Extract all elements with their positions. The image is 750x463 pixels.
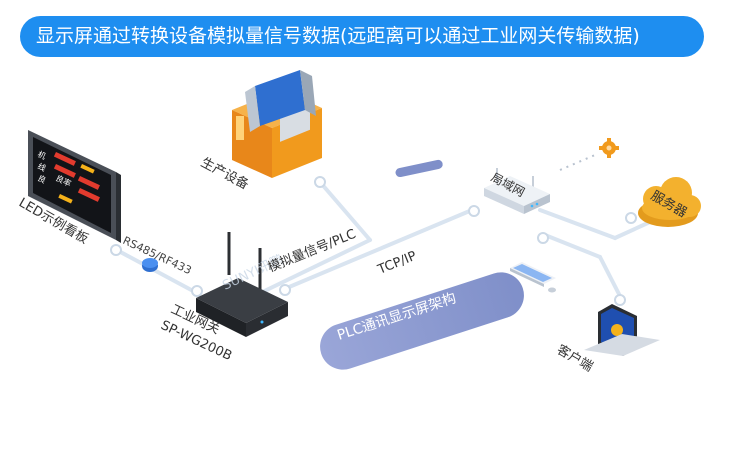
gateway-device-icon bbox=[196, 232, 288, 337]
node-equipment bbox=[314, 176, 326, 188]
dotted-link bbox=[559, 154, 596, 171]
connection-nodes bbox=[110, 176, 637, 306]
router-icon bbox=[484, 168, 550, 214]
node-gateway-left bbox=[191, 285, 203, 297]
node-gateway-right bbox=[279, 284, 291, 296]
line-router-client-b bbox=[598, 255, 624, 302]
line-router-client-a bbox=[543, 233, 602, 259]
connection-lines bbox=[111, 180, 652, 302]
led-row3-left: 良 bbox=[36, 173, 47, 185]
line-router-server-a bbox=[538, 208, 617, 240]
line-to-equipment bbox=[318, 180, 372, 242]
page-title: 显示屏通过转换设备模拟量信号数据(远距离可以通过工业网关传输数据) bbox=[36, 25, 640, 47]
client-label: 客户端 bbox=[554, 342, 596, 375]
rf-module-icon bbox=[142, 258, 158, 272]
tcp-ip-label: TCP/IP bbox=[375, 249, 419, 278]
production-equipment-icon bbox=[232, 70, 322, 178]
node-led bbox=[110, 244, 122, 256]
server-cloud-icon bbox=[638, 177, 701, 227]
keyboard-icon bbox=[510, 262, 556, 287]
line-gateway-equipment bbox=[248, 238, 372, 300]
led-row1-left: 机 bbox=[36, 149, 47, 161]
led-board: 机 线 良 良率 bbox=[28, 130, 121, 243]
diagram-stage: 机 线 良 良率 LED示例看板 RS485/RF433 工业网关 SP-WG2… bbox=[0, 60, 750, 459]
decorative-dash bbox=[395, 159, 443, 178]
client-laptop-icon bbox=[584, 304, 660, 356]
led-row2-left: 线 bbox=[36, 161, 47, 173]
architecture-pill: PLC通讯显示屏架构 bbox=[320, 272, 524, 370]
mouse-icon bbox=[548, 287, 556, 293]
node-router-bottom bbox=[537, 232, 549, 244]
gear-icon bbox=[599, 138, 619, 158]
architecture-diagram: 机 线 良 良率 LED示例看板 RS485/RF433 工业网关 SP-WG2… bbox=[16, 70, 701, 375]
line-gateway-router bbox=[280, 208, 474, 292]
node-client bbox=[614, 294, 626, 306]
node-server bbox=[625, 212, 637, 224]
node-router-left bbox=[468, 205, 480, 217]
title-banner: 显示屏通过转换设备模拟量信号数据(远距离可以通过工业网关传输数据) bbox=[20, 16, 704, 57]
line-router-server-b bbox=[613, 220, 652, 240]
